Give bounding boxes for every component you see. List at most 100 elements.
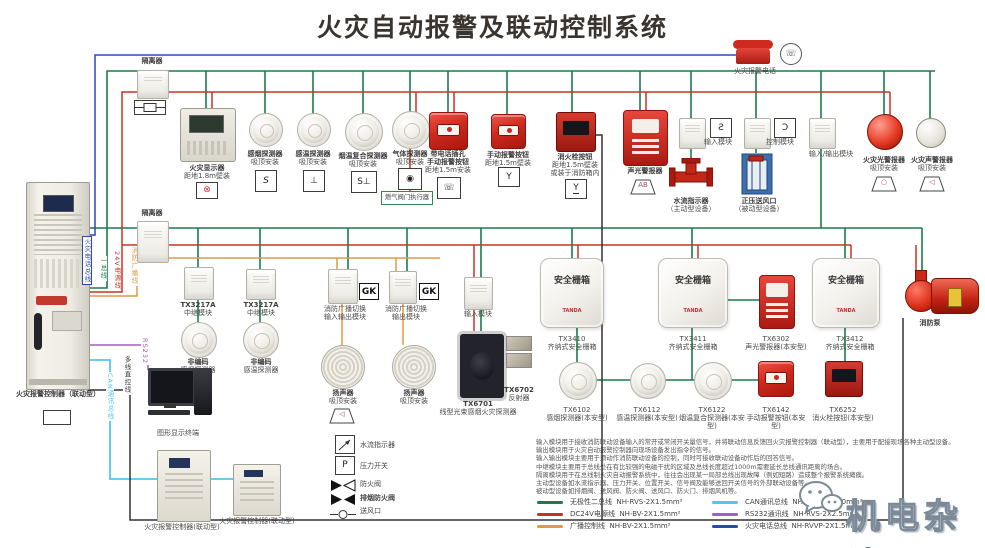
cabinet-symbol: [43, 410, 71, 425]
broadcast-io-label: 消防广播切换输入输出模块: [324, 305, 366, 321]
note-line: 隔离模块用于在总线制火灾自动报警系统中，往往会出现某一局部总线出现故障（例如短路…: [536, 470, 869, 479]
wechat-bubbles-icon: [796, 478, 844, 524]
monitor-screen: [148, 368, 196, 406]
bus-label-broadcast: 消防广播线: [130, 246, 138, 286]
graphics-terminal: [148, 368, 214, 418]
bus-label-24v: 24V电源线: [113, 250, 121, 291]
legend-smokedamper-label: 排烟防火阀: [360, 494, 395, 502]
beam-reflector: [506, 336, 532, 370]
wire-legend-rs232: RS232通讯线 NH-RVS-2X2.5mm²: [745, 510, 860, 518]
tel-button-symbol: ☏: [437, 177, 461, 199]
fire-display-symbol: ⊗: [196, 182, 218, 199]
speaker-2-label: 扬声器吸顶安装: [400, 389, 428, 405]
fire-pump: [905, 270, 981, 318]
wall-controller-1: [157, 450, 211, 522]
legend-vent-symbol: [330, 505, 356, 524]
isolator2-module: [137, 221, 169, 263]
watermark-text: 机电杂谈: [845, 496, 963, 548]
speaker-1-label: 扬声器吸顶安装: [329, 389, 357, 405]
is-combo-detector: [694, 362, 732, 400]
bus-label-rs232: RS232: [141, 337, 149, 366]
speaker-symbol: ◁: [328, 407, 356, 425]
phone-handset-icon: [733, 40, 773, 49]
telephone-call-point: [429, 112, 468, 150]
beam-detector: [457, 331, 507, 401]
control-module-label: 控制模块: [766, 138, 794, 146]
phone-label: 火灾报警电话: [734, 67, 776, 75]
cabinet-red-bar: [35, 296, 67, 305]
note-line: 中继模块主要用于总线处在有比较强的电磁干扰的区域及总线长度超过1000m需要延长…: [536, 462, 847, 471]
telephone-call-point-label: 带电话插孔手动报警按钮距地1.5m安装: [425, 150, 471, 174]
speaker-2: [392, 345, 436, 389]
legend-pressure-symbol: P: [335, 456, 355, 475]
note-line: 主动型设备如水流指示器、压力开关、位置开关、信号阀及能够送回开关信号的外部联动设…: [536, 479, 811, 488]
wire-legend-tel: 火灾电话总线 NH-RVVP-2X1.5mm²: [745, 522, 862, 530]
speaker-1: [321, 345, 365, 389]
input-module-3-label: 输入模块: [464, 310, 492, 318]
relay-module-2: [246, 269, 276, 300]
gas-valve-actuator: 燃气阀门执行器: [381, 191, 433, 205]
manual-call-point: [491, 114, 526, 149]
heat-symbol: ⊥: [303, 170, 325, 192]
light-beacon-symbol: ○: [870, 175, 898, 193]
phone-body: [736, 48, 770, 64]
monitor-stand: [164, 404, 176, 408]
is-manual-call-point: [758, 361, 794, 397]
hydrant-button-label: 消火栓按钮距地1.5m壁装或装于消防箱内: [550, 153, 600, 177]
fire-light-beacon: [867, 114, 903, 150]
fire-sounder-label: 火灾声警报器吸顶安装: [911, 156, 953, 172]
fire-alarm-control-cabinet: [26, 182, 90, 390]
legend-waterflow-label: 水流指示器: [360, 441, 395, 449]
gk-badge-1: GK: [359, 283, 379, 300]
cabinet-zone-leds: [34, 259, 82, 289]
water-flow-indicator-device: [668, 157, 714, 196]
input-module-1-label: 输入模块: [704, 138, 732, 146]
cabinet-base: [29, 378, 87, 385]
cabinet-keypad: [51, 310, 83, 332]
isolator1-label: 隔离器: [141, 57, 163, 65]
control-module-symbol: Ɔ: [774, 118, 796, 138]
input-module-symbol: Ƨ: [710, 118, 732, 138]
relay-module-1: [184, 267, 214, 300]
fire-display-panel: [180, 108, 236, 162]
manual-call-point-label: 手动报警按钮距地1.5m壁装: [485, 151, 531, 167]
graphics-terminal-label: 图形显示终端: [157, 429, 199, 437]
cabinet-label: 火灾报警控制器（联动型）: [16, 390, 100, 398]
note-line: 输出模块用于火灾自动报警控制器向现场设备发出指令的信号。: [536, 446, 715, 455]
legend-vent-label: 送风口: [360, 507, 381, 515]
io-module-1-label: 输入/输出模块: [808, 150, 854, 158]
pressurized-air-vent-device: [740, 152, 774, 196]
wire-swatch-loop: [537, 501, 563, 504]
nc-heat-label: 非编码感温探测器: [243, 358, 279, 374]
wire-swatch-broadcast: [537, 525, 563, 528]
note-line: 输入输出模块主要用于须动作消防联动设备的控制，同时可接收联动设备动作后的回答信号…: [536, 454, 799, 463]
page-title: 火灾自动报警及联动控制系统: [316, 13, 668, 42]
nc-smoke-detector: [181, 322, 217, 358]
sounder-symbol: ◁: [918, 175, 946, 193]
heat-detector: [297, 113, 331, 147]
combo-detector-label: 烟温复合探测器吸顶安装: [338, 152, 388, 168]
water-flow-label: 水流指示器（主动型设备）: [666, 197, 716, 213]
combo-symbol: S⊥: [351, 171, 377, 193]
monitor-keyboard: [148, 410, 190, 415]
sound-light-symbol: AB: [629, 178, 657, 196]
gas-detector-label: 气体探测器吸顶安装: [392, 150, 428, 166]
isolator1-module: [137, 70, 169, 99]
wire-swatch-24v: [537, 513, 563, 516]
wall-controller-2: [233, 464, 281, 516]
fuse-symbol: [134, 100, 166, 115]
is-smoke-detector: [559, 362, 597, 400]
is-sound-light-alarm: [759, 275, 795, 329]
